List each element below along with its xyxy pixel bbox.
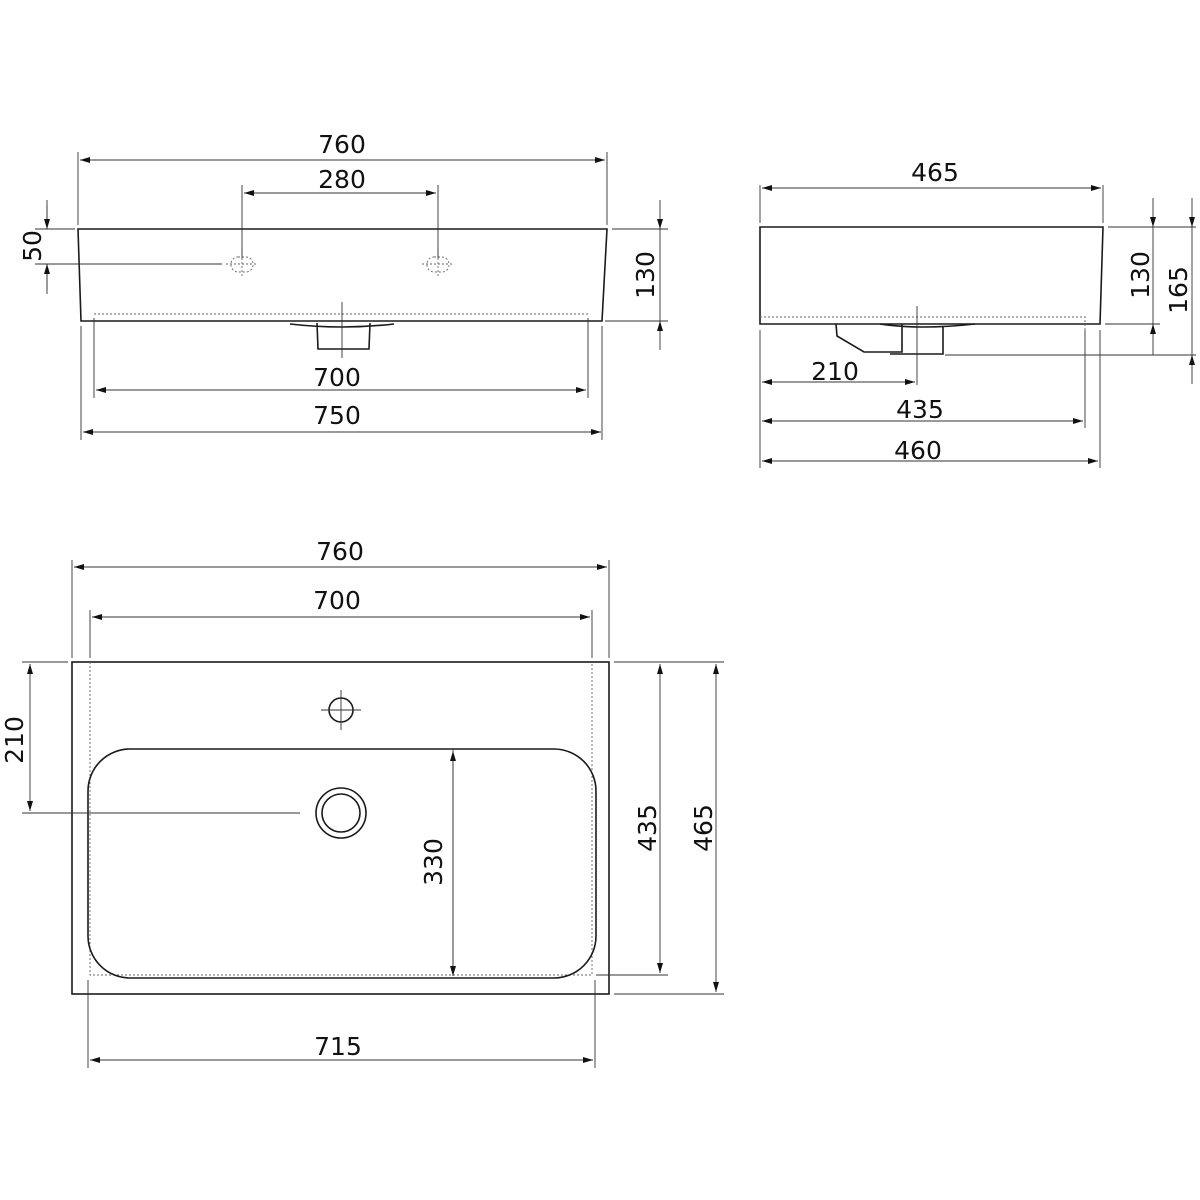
dim-inner-width: 700	[313, 363, 361, 392]
basin-front-outline	[77, 228, 608, 322]
dim-top-drain-offset: 210	[0, 716, 29, 764]
top-view: 760 700 210 330 435 465 715	[0, 537, 724, 1068]
side-view: 465 130 165 210 435 460	[759, 158, 1196, 468]
dim-side-height: 130	[1126, 251, 1155, 299]
dim-top-inner-depth: 435	[633, 804, 662, 852]
dim-top-inner-width: 700	[313, 586, 361, 615]
dim-basin-depth: 330	[419, 838, 448, 886]
dim-total-height: 165	[1164, 266, 1193, 314]
dim-bottom-width: 750	[313, 401, 361, 430]
dim-top-overall-width: 760	[316, 537, 364, 566]
dim-overall-width: 760	[318, 130, 366, 159]
drain	[315, 787, 367, 839]
dim-tap-hole-height: 50	[18, 230, 47, 262]
dim-inner-depth: 435	[896, 395, 944, 424]
dim-depth: 465	[911, 158, 959, 187]
dim-tap-hole-spacing: 280	[318, 165, 366, 194]
basin-bowl	[87, 748, 597, 979]
basin-top-outline	[71, 661, 610, 995]
dim-basin-width: 715	[314, 1032, 362, 1061]
dim-drain-offset: 210	[811, 357, 859, 386]
drain-trap	[835, 323, 976, 355]
dim-height: 130	[631, 251, 660, 299]
dim-top-overall-depth: 465	[689, 804, 718, 852]
basin-side-outline	[759, 226, 1104, 325]
front-view: 760 280 50 130 700 750	[18, 130, 668, 440]
dim-bottom-depth: 460	[894, 436, 942, 465]
